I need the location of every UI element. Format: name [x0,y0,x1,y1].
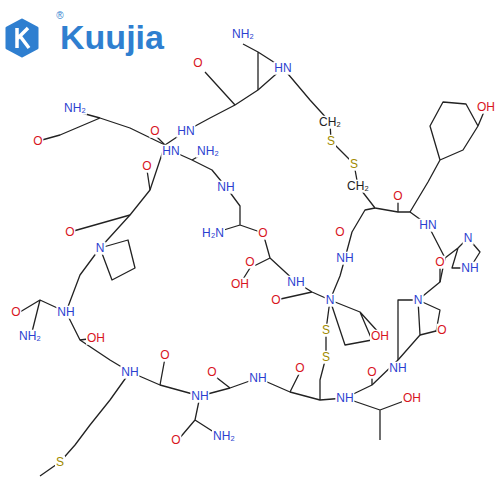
atom-label: NH [335,252,354,265]
atom-label: NH [190,390,209,403]
atom-label: OH [86,332,106,345]
atom-label: O [434,256,445,269]
atom-label: O [366,366,377,379]
atom-label: NH₂ [231,28,255,41]
atom-label: S [321,324,331,337]
tyr-side-chain [410,102,486,212]
atom-label: N [463,232,474,245]
brand-name: Kuujia [59,20,165,56]
atom-label: O [206,366,217,379]
atom-label: N [325,294,336,307]
pro2-ring [398,300,440,360]
atom-label: NH₂ [196,145,220,158]
atom-label: OH [476,101,496,114]
atom-label: HN [161,145,180,158]
atom-label: NH [388,362,407,375]
atom-label: HN [418,219,437,232]
atom-label: O [170,434,181,447]
atom-label: O [141,160,152,173]
atom-label: N [413,294,424,307]
atom-label: NH₂ [63,102,87,115]
atom-label: O [294,362,305,375]
atom-label: HN [273,62,292,75]
atom-label: S [55,456,65,469]
atom-label: S [326,135,336,148]
atom-label: S [349,158,359,171]
atom-label: O [257,227,268,240]
atom-label: O [436,324,447,337]
atom-label: OH [370,330,390,343]
atom-label: O [192,57,203,70]
atom-label: NH [56,306,75,319]
atom-label: NH₂ [18,330,42,343]
inner-ring [214,187,375,300]
atom-label: O [244,256,255,269]
c-terminal-amide [205,44,283,105]
atom-label: NH [460,262,479,275]
thr-side-chain [345,398,412,440]
atom-label: NH [286,276,305,289]
atom-label: CH₂ [346,180,370,193]
atom-label: O [270,294,281,307]
atom-label: NH₂ [212,430,236,443]
atom-label: O [10,306,21,319]
atom-label: O [32,135,43,148]
atom-label: OH [230,278,250,291]
met-side-chain [40,372,130,476]
logo-k [17,28,29,48]
atom-label: O [159,349,170,362]
atom-label: O [149,125,160,138]
atom-label: O [64,226,75,239]
atom-label: NH [335,392,354,405]
outer-ring [66,68,445,400]
atom-label: N [95,242,106,255]
atom-label: O [334,226,345,239]
atom-label: OH [402,392,422,405]
atom-label: S [321,351,331,364]
atom-label: NH [216,181,235,194]
atom-label: CH₂ [318,116,342,129]
atom-label: NH [120,366,139,379]
atom-label: NH [248,372,267,385]
logo-badge [7,20,37,56]
atom-label: HN [176,125,195,138]
atom-label: H₂N [201,227,225,240]
carbonyls [70,135,440,392]
atom-label: O [392,190,403,203]
gln-side-chain [42,112,165,145]
